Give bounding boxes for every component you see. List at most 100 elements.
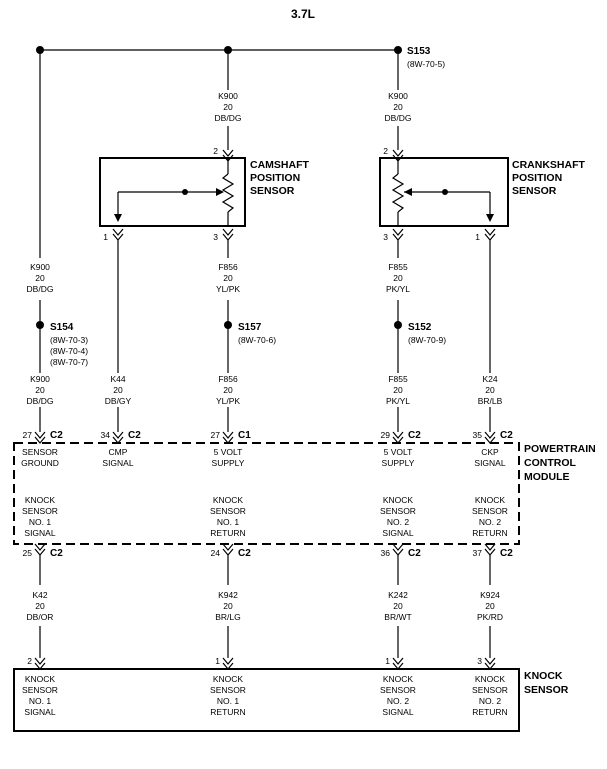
wire-label: K924 [480,590,500,600]
splice-s153-label: S153 [407,46,431,57]
pcm-func: NO. 1 [29,517,51,527]
wire-label: DB/OR [27,612,54,622]
knock-func: NO. 1 [29,696,51,706]
pcm-conn: C2 [500,430,513,441]
pcm-conn: C2 [50,548,63,559]
pcm-pin: 29 [381,430,391,440]
knock-func: SIGNAL [24,707,55,717]
splice-s154-dot [36,321,44,329]
pcm-func: GROUND [21,458,59,468]
wire-label: PK/RD [477,612,503,622]
wire-label: 20 [113,385,123,395]
pcm-func: NO. 1 [217,517,239,527]
pcm-func: SENSOR [380,506,416,516]
knock-sensor [13,668,520,732]
wire-label: BR/LB [478,396,503,406]
arrow-icon [114,214,122,222]
splice-s153-ref: (8W-70-5) [407,59,445,69]
wire-segments [39,50,491,658]
pin-label: 1 [475,232,480,242]
splice-s157-dot [224,321,232,329]
pcm-label-2: CONTROL [524,457,576,469]
wire-label: K900 [30,262,50,272]
sensor-connectors [112,149,496,241]
wire-label: BR/WT [384,612,411,622]
pcm-conn: C2 [408,430,421,441]
pin-label: 2 [383,146,388,156]
pcm-bottom-connectors [34,543,496,556]
knock-pin: 3 [477,656,482,666]
cmp-label-1: CAMSHAFT [250,159,309,171]
wire-label: K242 [388,590,408,600]
pcm-func: KNOCK [25,495,56,505]
ckp-label-3: SENSOR [512,185,557,197]
cmp-label-3: SENSOR [250,185,295,197]
wire-label: F856 [218,374,238,384]
knock-pin: 2 [27,656,32,666]
pcm-func: SENSOR [472,506,508,516]
knock-func: KNOCK [383,674,414,684]
knock-pin: 1 [215,656,220,666]
wire-label: 20 [35,385,45,395]
wire-label: YL/PK [216,396,240,406]
pcm-func: RETURN [472,528,507,538]
pcm-mid-functions: KNOCK SENSOR NO. 1 SIGNAL KNOCK SENSOR N… [22,495,508,538]
knock-connectors [34,657,496,670]
knock-func: KNOCK [25,674,56,684]
pcm-func: SUPPLY [212,458,245,468]
pcm-func: SENSOR [22,506,58,516]
pcm-func: 5 VOLT [214,447,243,457]
pcm-pin: 24 [211,548,221,558]
knock-func: RETURN [472,707,507,717]
pcm-func: RETURN [210,528,245,538]
wire-label: 20 [223,102,233,112]
pcm-func: SIGNAL [382,528,413,538]
splice-s152-ref: (8W-70-9) [408,335,446,345]
knock-label-2: SENSOR [524,684,569,696]
diagram-title: 3.7L [291,7,315,21]
junction-dot [182,189,188,195]
wire-label: F855 [388,374,408,384]
wire-label: 20 [223,385,233,395]
knock-func: SENSOR [380,685,416,695]
pcm-func: SENSOR [22,447,58,457]
pcm-func: SUPPLY [382,458,415,468]
pcm-func: CMP [109,447,128,457]
knock-func: KNOCK [475,674,506,684]
pcm-func: SIGNAL [24,528,55,538]
pcm-pin: 36 [381,548,391,558]
ckp-label-2: POSITION [512,172,562,184]
pcm-pin: 25 [23,548,33,558]
camshaft-position-sensor [99,157,246,227]
pcm-func: CKP [481,447,499,457]
wire-label: K24 [482,374,497,384]
knock-func: KNOCK [213,674,244,684]
wire-label: 20 [485,385,495,395]
pcm-func: NO. 2 [479,517,501,527]
knock-func: SENSOR [22,685,58,695]
knock-func: RETURN [210,707,245,717]
wire-label: 20 [393,273,403,283]
knock-func: NO. 2 [387,696,409,706]
pin-label: 3 [213,232,218,242]
wire-label: 20 [35,273,45,283]
wire-label: 20 [485,601,495,611]
splice-s154-ref-2: (8W-70-4) [50,346,88,356]
wire-label: F855 [388,262,408,272]
wire-label: YL/PK [216,284,240,294]
pcm-conn: C2 [500,548,513,559]
knock-func: NO. 1 [217,696,239,706]
cmp-label-2: POSITION [250,172,300,184]
wire-label: K44 [110,374,125,384]
pcm-func: SIGNAL [102,458,133,468]
pcm-pin: 34 [101,430,111,440]
pcm-func: KNOCK [383,495,414,505]
wire-label: 20 [393,601,403,611]
wire-label: 20 [393,385,403,395]
pcm-pin: 37 [473,548,483,558]
wire-label: K900 [388,91,408,101]
pcm-func: SENSOR [210,506,246,516]
pcm-pin: 27 [211,430,221,440]
splice-s152-label: S152 [408,322,432,333]
